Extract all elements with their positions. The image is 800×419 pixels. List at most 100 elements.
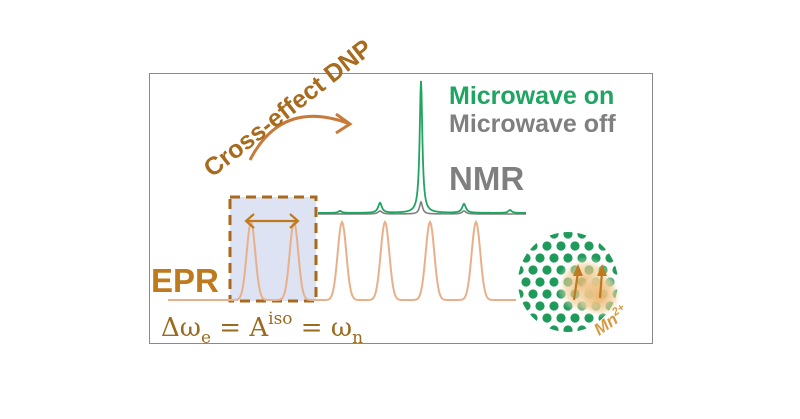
lattice-dot [507,325,516,334]
lattice-dot [640,313,649,322]
lattice-dot [612,241,618,251]
lattice-dot [528,337,537,346]
lattice-dot [518,313,524,323]
lattice-dot [584,217,593,226]
lattice-dot [549,325,559,332]
lattice-dot [528,217,537,226]
lattice-dot [633,301,642,310]
lattice-dot [549,301,559,311]
equation-sub-e: e [201,328,211,348]
lattice-dot [493,325,502,334]
lattice-dot [619,253,628,262]
lattice-dot [521,253,531,263]
lattice-dot [542,313,552,323]
lattice-dot [563,325,573,332]
lattice-dot [640,289,649,298]
lattice-dot [612,217,621,226]
lattice-dot [518,265,524,275]
microwave-on-label: Microwave on [449,82,614,110]
lattice-dot [521,277,531,287]
lattice-dot [514,337,523,346]
lattice-dot [577,325,587,332]
lattice-dot [577,232,587,239]
lattice-dot [549,232,559,239]
lattice-dot [535,232,545,239]
lattice-dot [493,301,502,310]
lattice-dot [542,265,552,275]
lattice-dot [640,241,649,250]
lattice-dot [528,289,538,299]
lattice-dot [556,337,565,346]
lattice-dot [549,253,559,263]
lattice-dot [598,217,607,226]
lattice-dot [640,265,649,274]
lattice-dot [500,265,509,274]
lattice-dot [563,253,573,263]
lattice-dot [500,337,509,346]
lattice-dot [633,229,642,238]
lattice-dot [535,301,545,311]
lattice-dot [507,229,516,238]
lattice-dot [556,313,566,323]
cross-effect-dnp-label: Cross-effect DNP [198,34,377,183]
lattice-dot [556,217,565,226]
lattice-dot [626,289,635,298]
hyperfine-equation: Δωe = Aiso = ωn [161,309,363,348]
curved-arrow-icon [248,112,353,161]
nmr-label: NMR [449,160,524,197]
lattice-dot [598,241,608,251]
lattice-dot [507,301,516,310]
lattice-dot [542,217,551,226]
lattice-dot [535,325,545,332]
lattice-dot [507,277,516,286]
lattice-dot [570,241,580,251]
lattice-dot [633,325,642,334]
lattice-dot [626,241,635,250]
lattice-dot [493,277,502,286]
lattice-dot [619,277,628,286]
lattice-dot [640,337,649,346]
equation-sub-n: n [352,328,363,348]
lattice-dot [619,325,628,334]
lattice-dot [521,325,531,332]
lattice-dot [500,289,509,298]
lattice-dot [570,313,580,323]
equation-sup-iso: iso [268,309,292,329]
lattice-dot [584,241,594,251]
lattice-dot [518,241,524,251]
lattice-dot [500,241,509,250]
double-headed-arrow-icon [244,213,300,229]
lattice-dot [493,253,502,262]
lattice-dot [528,241,538,251]
lattice-dot [500,313,509,322]
lattice-dot [612,337,621,346]
equation-delta-omega: Δω [161,313,201,343]
lattice-dot [605,232,615,239]
microwave-off-label: Microwave off [449,110,616,138]
lattice-dot [570,337,579,346]
nmr-microwave-on-line [318,80,526,214]
equation-a: = A [211,313,269,343]
epr-spectrum-line [168,219,516,301]
lattice-dot [521,301,531,311]
lattice-dot [619,229,628,238]
lattice-dot [626,217,635,226]
lattice-dot [535,277,545,287]
lattice-dot [493,229,502,238]
epr-label: EPR [151,262,219,299]
nmr-microwave-off-line [318,200,526,215]
lattice-dot [612,265,618,275]
lattice-dot [563,232,573,239]
lattice-dot [633,253,642,262]
lattice-dot [514,217,523,226]
lattice-dot [633,277,642,286]
lattice-dot [542,337,551,346]
lattice-dot [640,217,649,226]
lattice-dot [500,217,509,226]
lattice-dot [626,337,635,346]
lattice-dot [542,241,552,251]
crystal-lattice-icon: Mn2+ [493,217,649,346]
lattice-dot [626,313,635,322]
lattice-dot [556,241,566,251]
